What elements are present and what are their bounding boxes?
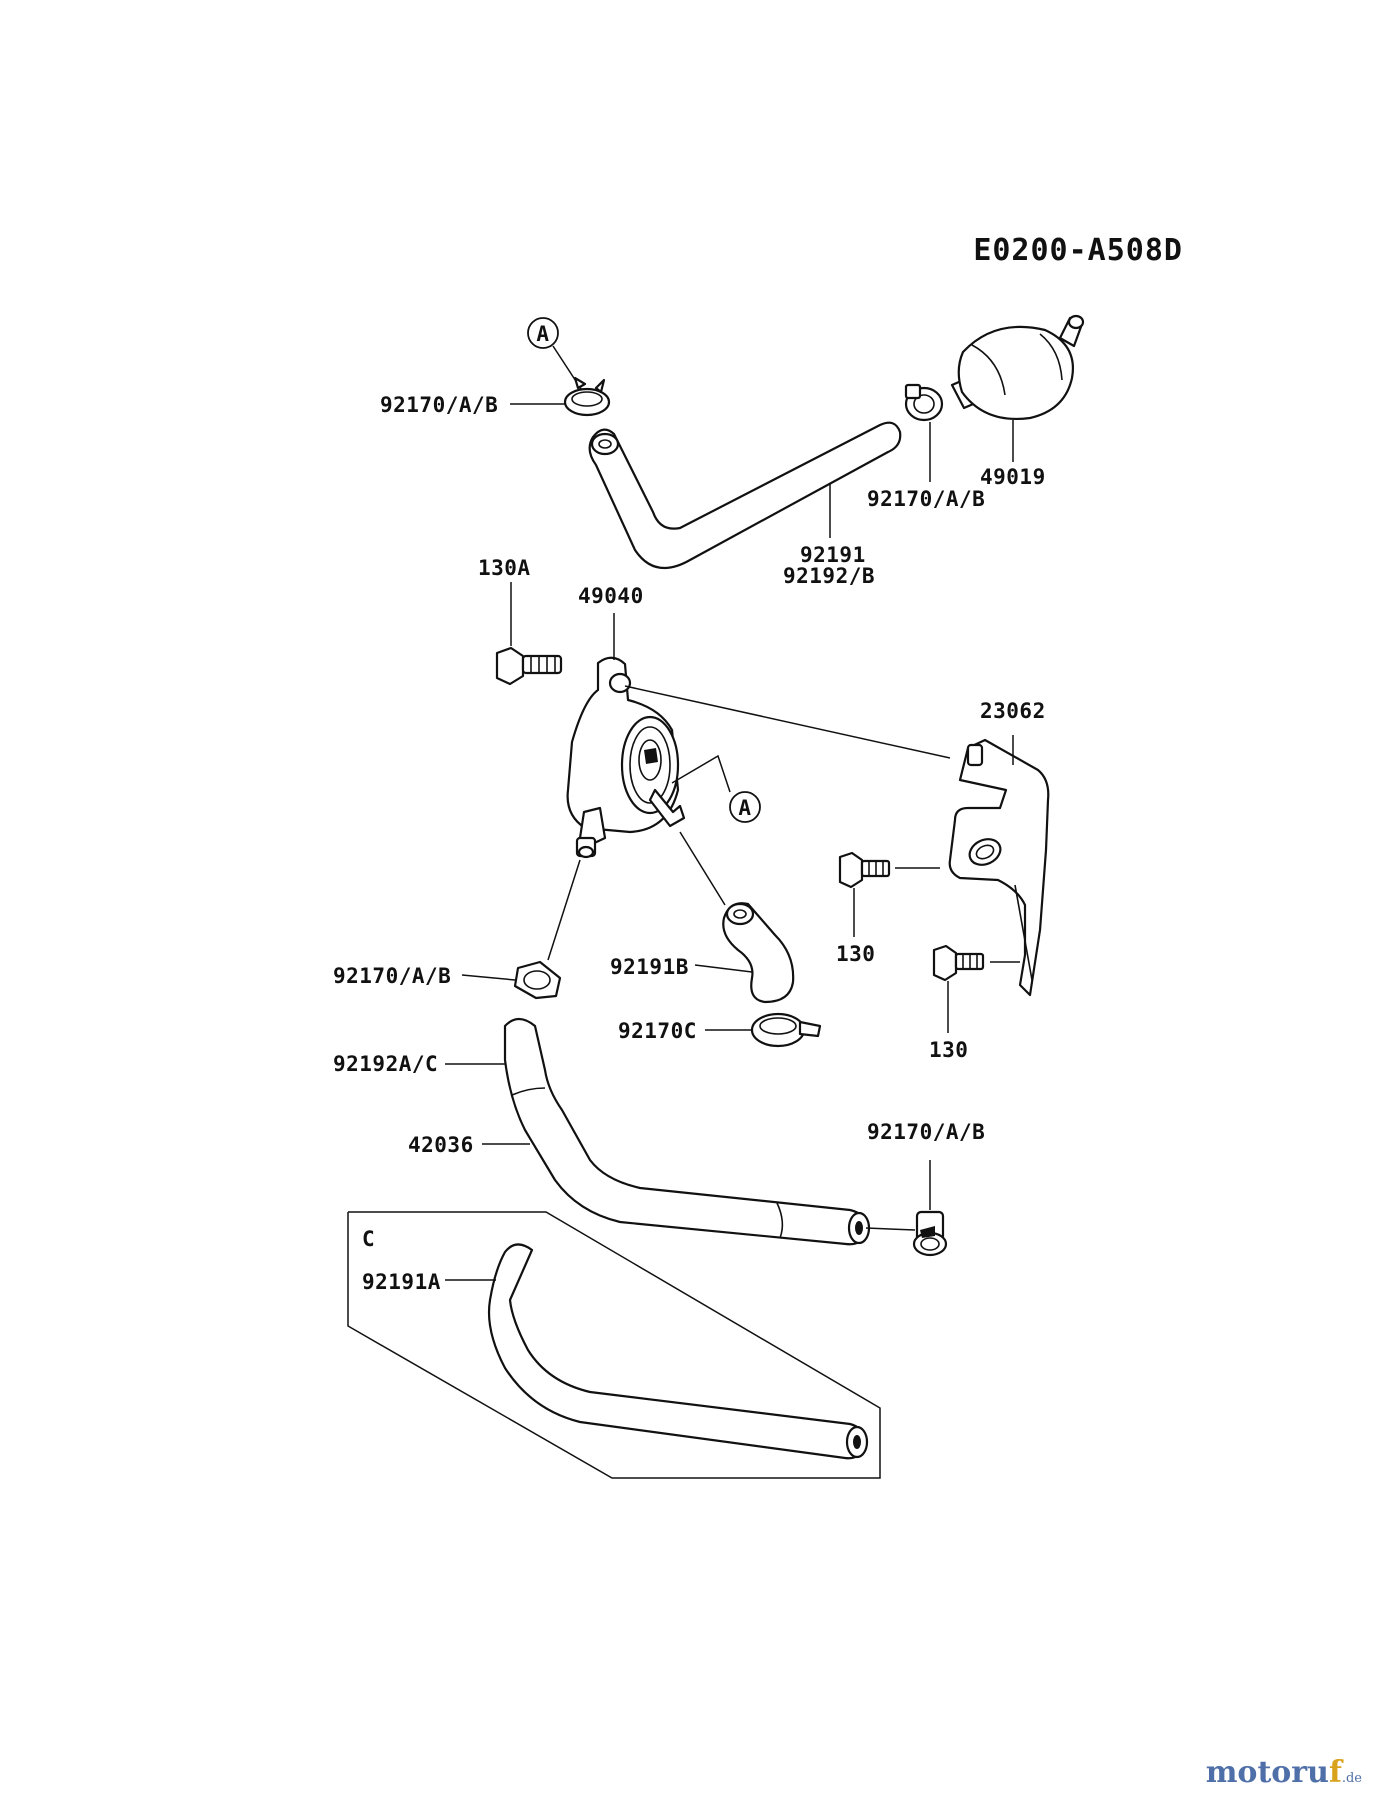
clamp-top-left: [563, 376, 611, 417]
bolt-130-upper: [838, 851, 940, 889]
label-hose-top-1: 92191: [800, 543, 866, 567]
label-bolt-130-lower: 130: [929, 1038, 968, 1062]
bolt-130-lower: [932, 944, 1020, 982]
callout-a-mid-letter: A: [738, 796, 751, 820]
fuel-filter: [950, 314, 1085, 420]
callout-a-mid: A: [671, 754, 761, 823]
label-clamp-c: 92170C: [618, 1019, 697, 1043]
label-hose-top-2: 92192/B: [783, 564, 875, 588]
bolt-130a: [495, 646, 563, 686]
label-fuel-filter: 49019: [980, 465, 1046, 489]
label-clamp-mid-left: 92170/A/B: [333, 964, 451, 988]
diagram-code: E0200-A508D: [973, 233, 1183, 268]
fuel-pump: [566, 656, 686, 859]
inset-hose: [487, 1243, 869, 1460]
hose-main: [503, 1017, 871, 1246]
clamp-mid-left: [513, 960, 562, 1000]
label-hose-main: 92192A/C: [333, 1052, 438, 1076]
hose-top: [588, 421, 902, 570]
hose-elbow: [722, 902, 795, 1004]
clamp-top-right: [904, 383, 944, 422]
watermark-accent: f: [1328, 1755, 1342, 1790]
label-inset-hose: 92191A: [362, 1270, 441, 1294]
label-clamp-right: 92170/A/B: [867, 1120, 985, 1144]
label-clamp-top-left: 92170/A/B: [380, 393, 498, 417]
clamp-c: [750, 1012, 822, 1048]
clamp-right: [912, 1210, 948, 1257]
label-tube: 42036: [408, 1133, 474, 1157]
label-clamp-top-right: 92170/A/B: [867, 487, 985, 511]
label-fuel-pump: 49040: [578, 584, 644, 608]
inset-label: C: [362, 1227, 375, 1251]
bracket-23062: [948, 738, 1050, 997]
watermark-logo: motoruf.de: [1206, 1755, 1362, 1790]
callout-a-top-letter: A: [536, 322, 549, 346]
inset-c-frame: [347, 1211, 881, 1479]
label-hose-elbow: 92191B: [610, 955, 689, 979]
label-bolt-130-upper: 130: [836, 942, 875, 966]
label-bolt-130a: 130A: [478, 556, 531, 580]
watermark-tld: .de: [1341, 1771, 1362, 1786]
label-bracket: 23062: [980, 699, 1046, 723]
watermark-main: motoru: [1205, 1755, 1329, 1790]
